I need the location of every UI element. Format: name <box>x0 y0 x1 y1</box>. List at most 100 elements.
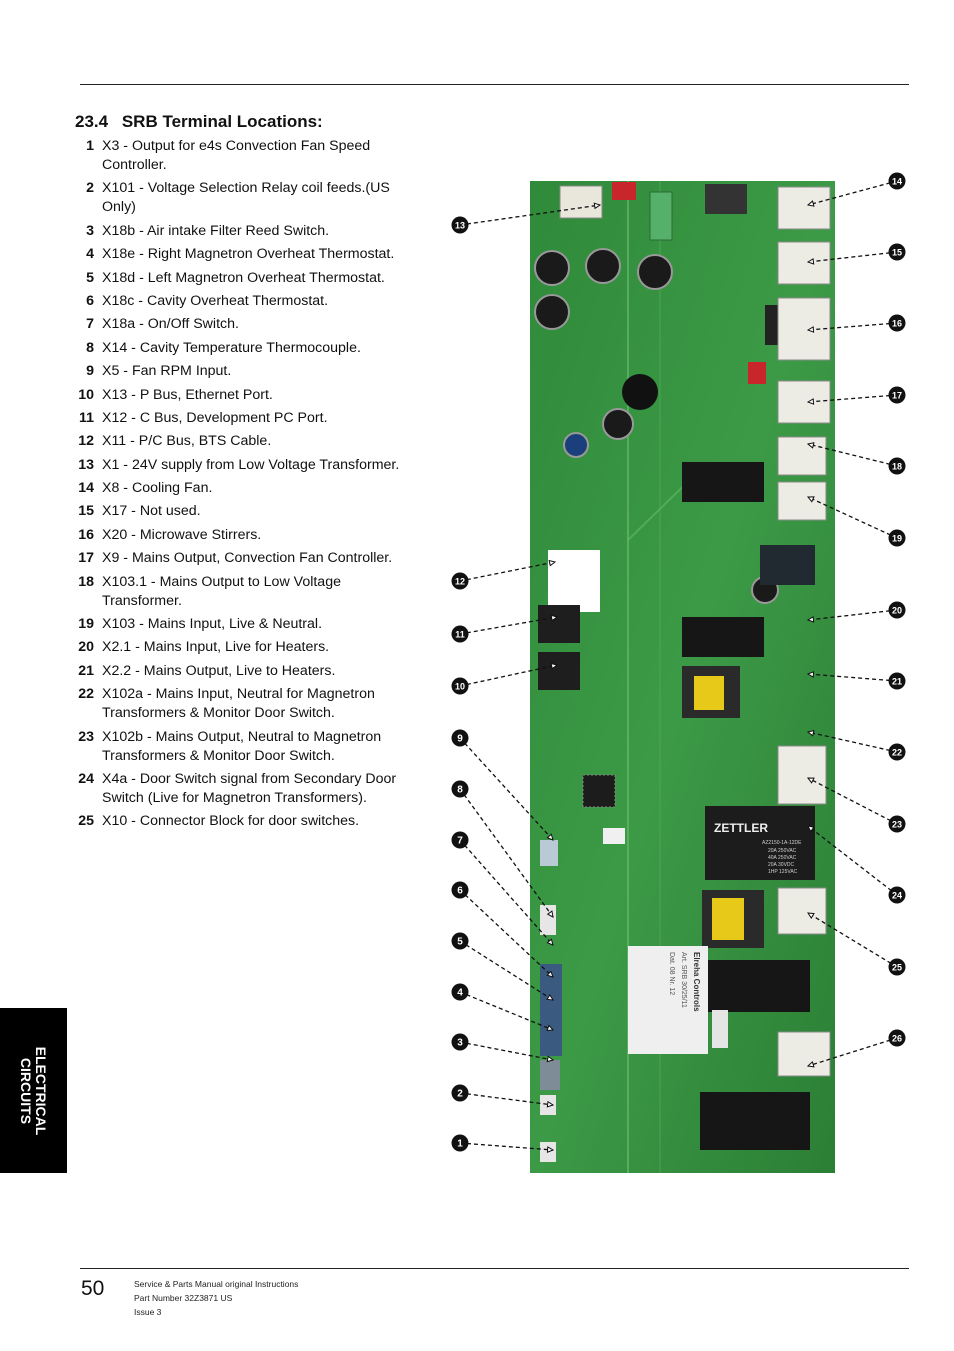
sticker-line-3: Dat. 08 Nr. 12 <box>668 952 675 995</box>
callout-marker <box>451 1134 469 1152</box>
callout-number: 12 <box>455 577 465 587</box>
sticker-line-2: Art. SRB 30/25/11 <box>680 952 687 1008</box>
callout-marker <box>451 831 469 849</box>
callout-arrowhead <box>806 442 815 449</box>
terminal-number: 12 <box>78 433 94 450</box>
terminal-number: 13 <box>78 456 94 473</box>
callout-marker <box>451 677 469 695</box>
terminal-description: X12 - C Bus, Development PC Port. <box>102 409 328 426</box>
callout-marker <box>888 172 906 190</box>
callout-number: 22 <box>892 748 902 758</box>
callout-leader <box>459 991 554 1031</box>
terminal-description: X18c - Cavity Overheat Thermostat. <box>102 292 329 309</box>
section-title: SRB Terminal Locations: <box>121 112 323 131</box>
jack-x12 <box>538 605 580 643</box>
callout-leader <box>807 1037 898 1067</box>
terminal-description: X18b - Air intake Filter Reed Switch. <box>102 222 330 239</box>
terminal-description: X13 - P Bus, Ethernet Port. <box>102 386 273 403</box>
elreha-sticker: Elreha Controls Art. SRB 30/25/11 Dat. 0… <box>628 946 708 1054</box>
callout-number: 26 <box>892 1034 902 1044</box>
microcontroller <box>582 774 616 808</box>
callout-leader <box>459 204 601 226</box>
callout-marker <box>451 780 469 798</box>
callout-number: 10 <box>455 682 465 692</box>
terminal-item: 13 X1 - 24V supply from Low Voltage Trans… <box>70 456 415 475</box>
terminal-number: 6 <box>86 292 94 309</box>
terminal-number: 7 <box>86 316 94 333</box>
side-tab-text: ELECTRICAL CIRCUITS <box>18 1047 49 1136</box>
callout-leader <box>459 616 558 635</box>
callout-marker <box>451 572 469 590</box>
callout-leader <box>807 673 898 682</box>
callout-number: 1 <box>457 1139 463 1150</box>
footer-rule <box>80 1268 909 1269</box>
callout-leader <box>807 394 898 403</box>
callout-leader <box>459 737 554 841</box>
terminal-description: X103.1 - Mains Output to Low Voltage Tra… <box>102 573 341 609</box>
callout-leader <box>459 788 554 918</box>
callout-marker <box>888 457 906 475</box>
callout-leader <box>807 731 898 753</box>
callout-arrowhead <box>806 729 815 737</box>
relay-small-2 <box>682 617 764 657</box>
callout-marker <box>888 529 906 547</box>
terminal-number: 23 <box>78 728 94 745</box>
terminal-number: 10 <box>78 386 94 403</box>
terminal-description: X1 - 24V supply from Low Voltage Transfo… <box>102 456 400 473</box>
callout-marker <box>451 625 469 643</box>
left-connectors <box>540 905 562 1162</box>
callout-number: 5 <box>457 937 463 948</box>
jack-x13 <box>538 652 580 690</box>
callout-marker <box>451 1084 469 1102</box>
callout-number: 15 <box>892 248 902 258</box>
callout-leader <box>807 609 898 621</box>
footer-line-2: Part Number 32Z3871 US <box>134 1293 233 1303</box>
terminal-number: 16 <box>78 526 94 543</box>
terminal-description: X18d - Left Magnetron Overheat Thermosta… <box>102 269 385 286</box>
relay-model: AZ2150-1A-12DE <box>762 840 802 846</box>
callout-leader <box>459 1092 554 1106</box>
callout-leader <box>807 496 898 539</box>
terminal-description: X17 - Not used. <box>102 503 201 520</box>
terminal-number: 5 <box>86 269 94 286</box>
callout-number: 18 <box>892 462 902 472</box>
callout-marker <box>451 983 469 1001</box>
callout-layer: 1312111098765432114151617181920212223242… <box>451 172 906 1153</box>
terminal-number: 8 <box>86 339 94 356</box>
relay-small-1 <box>682 462 764 502</box>
terminal-number: 24 <box>78 770 94 787</box>
callout-marker <box>888 243 906 261</box>
terminal-item: 5 X18d - Left Magnetron Overheat Thermost… <box>70 269 415 288</box>
callout-leader <box>807 180 898 206</box>
callout-arrowhead <box>546 970 554 978</box>
terminal-description: X5 - Fan RPM Input. <box>102 363 232 380</box>
callout-leader <box>807 825 898 896</box>
terminal-description: X18e - Right Magnetron Overheat Thermost… <box>102 246 395 263</box>
terminal-number: 3 <box>86 222 94 239</box>
connector-x1 <box>559 185 603 219</box>
section-number: 23.4 <box>75 112 109 131</box>
callout-number: 2 <box>457 1089 463 1100</box>
relay-rating-1: 20A 250VAC <box>768 848 797 854</box>
callout-arrowhead <box>806 615 815 623</box>
callout-arrowhead <box>807 825 815 833</box>
terminal-description: X8 - Cooling Fan. <box>102 480 213 497</box>
terminal-description: X14 - Cavity Temperature Thermocouple. <box>102 339 361 356</box>
terminal-item: 3 X18b - Air intake Filter Reed Switch. <box>70 222 415 241</box>
callout-number: 9 <box>457 734 463 745</box>
callout-number: 13 <box>455 221 465 231</box>
callout-leader <box>807 777 898 825</box>
callout-number: 20 <box>892 606 902 616</box>
callout-number: 24 <box>892 891 902 901</box>
header-rule <box>80 84 909 85</box>
terminal-description: X103 - Mains Input, Live & Neutral. <box>102 616 323 633</box>
relay-rating-3: 20A 30VDC <box>768 862 795 868</box>
